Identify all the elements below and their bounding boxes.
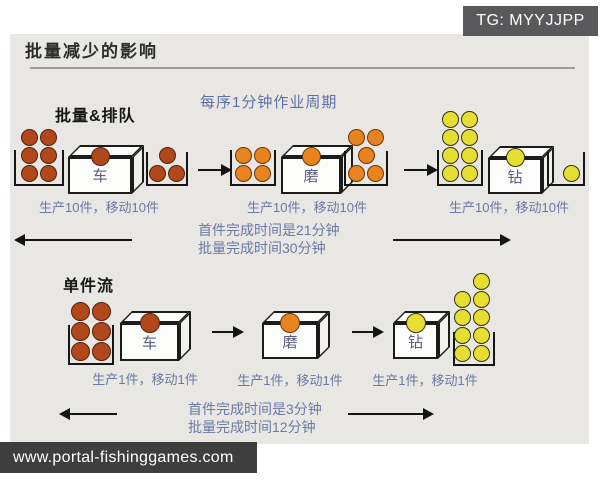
cycle-time-note: 每序1分钟作业周期 [200, 94, 338, 111]
flow-section-label: 单件流 [63, 278, 115, 295]
batch-grinder-machine-box: 磨 [281, 145, 353, 194]
flow-lathe-input-bin [68, 302, 114, 365]
batch-drill-output-bin [547, 152, 585, 186]
flow-first-piece-time: 首件完成时间是3分钟 [188, 401, 322, 417]
batch-total-time: 批量完成时间30分钟 [198, 240, 326, 257]
flow-drill-part-in-process [393, 313, 438, 333]
batch-lathe-caption: 生产10件，移动10件 [39, 200, 159, 215]
machine-label-drill: 钻 [407, 333, 423, 351]
batch-lathe-machine-box: 车 [68, 145, 144, 194]
box-front-face: 车 [120, 323, 179, 361]
flow-drill-output-bin [453, 273, 495, 366]
batch-drill-input-parts [439, 111, 481, 182]
batch-flow-arrow-2 [404, 164, 438, 176]
flow-lathe-part-in-process [120, 313, 179, 333]
flow-grinder-part-in-process [262, 313, 318, 333]
flow-drill-output-parts [454, 273, 493, 362]
batch-drill-input-bin [437, 111, 483, 186]
flow-arrow-2 [352, 326, 384, 338]
flow-drill-machine-box: 钻 [393, 311, 450, 359]
flow-drill-caption: 生产1件，移动1件 [372, 373, 478, 388]
batch-flow-arrow-1 [198, 164, 232, 176]
box-front-face: 钻 [393, 323, 438, 359]
batch-lathe-output-parts [148, 147, 186, 182]
flow-lathe-machine-box: 车 [120, 311, 191, 361]
batch-grinder-output-bin [344, 129, 388, 186]
batch-drill-machine-box: 钻 [488, 146, 554, 194]
batch-drill-output-parts [549, 165, 583, 182]
batch-drill-part-in-process [488, 148, 542, 167]
machine-label-lathe: 车 [92, 168, 108, 185]
title-divider [30, 67, 575, 69]
flow-leadtime-arrow-left [59, 408, 117, 420]
page-title: 批量减少的影响 [25, 42, 158, 61]
batch-lathe-output-bin [146, 147, 188, 186]
flow-leadtime-arrow-right [348, 408, 434, 420]
batch-grinder-input-bin [230, 147, 276, 186]
batch-section-label: 批量&排队 [55, 108, 136, 125]
batch-summary-text: 首件完成时间是21分钟 批量完成时间30分钟 [198, 221, 340, 258]
machine-label-drill: 钻 [507, 168, 523, 186]
machine-label-grinder: 磨 [303, 168, 319, 185]
flow-lathe-input-parts [70, 302, 112, 361]
flow-arrow-1 [212, 326, 244, 338]
flow-summary-text: 首件完成时间是3分钟 批量完成时间12分钟 [188, 400, 322, 437]
tg-watermark-badge: TG: MYYJJPP [463, 6, 598, 36]
batch-grinder-output-parts [346, 129, 386, 182]
batch-lathe-input-parts [16, 129, 62, 182]
batch-leadtime-arrow-left [14, 234, 132, 246]
batch-grinder-part-in-process [281, 147, 341, 166]
flow-lathe-caption: 生产1件，移动1件 [92, 372, 198, 387]
flow-grinder-machine-box: 磨 [262, 311, 330, 359]
batch-grinder-caption: 生产10件，移动10件 [247, 200, 367, 215]
site-watermark-badge: www.portal-fishinggames.com [0, 442, 257, 473]
batch-leadtime-arrow-right [393, 234, 511, 246]
batch-drill-caption: 生产10件，移动10件 [449, 200, 569, 215]
machine-label-lathe: 车 [141, 334, 157, 352]
machine-label-grinder: 磨 [282, 333, 298, 351]
batch-lathe-part-in-process [68, 147, 132, 166]
batch-grinder-input-parts [232, 147, 274, 182]
batch-lathe-input-bin [14, 129, 64, 186]
flow-grinder-caption: 生产1件，移动1件 [237, 373, 343, 388]
flow-total-time: 批量完成时间12分钟 [188, 419, 316, 436]
batch-first-piece-time: 首件完成时间是21分钟 [198, 222, 340, 238]
